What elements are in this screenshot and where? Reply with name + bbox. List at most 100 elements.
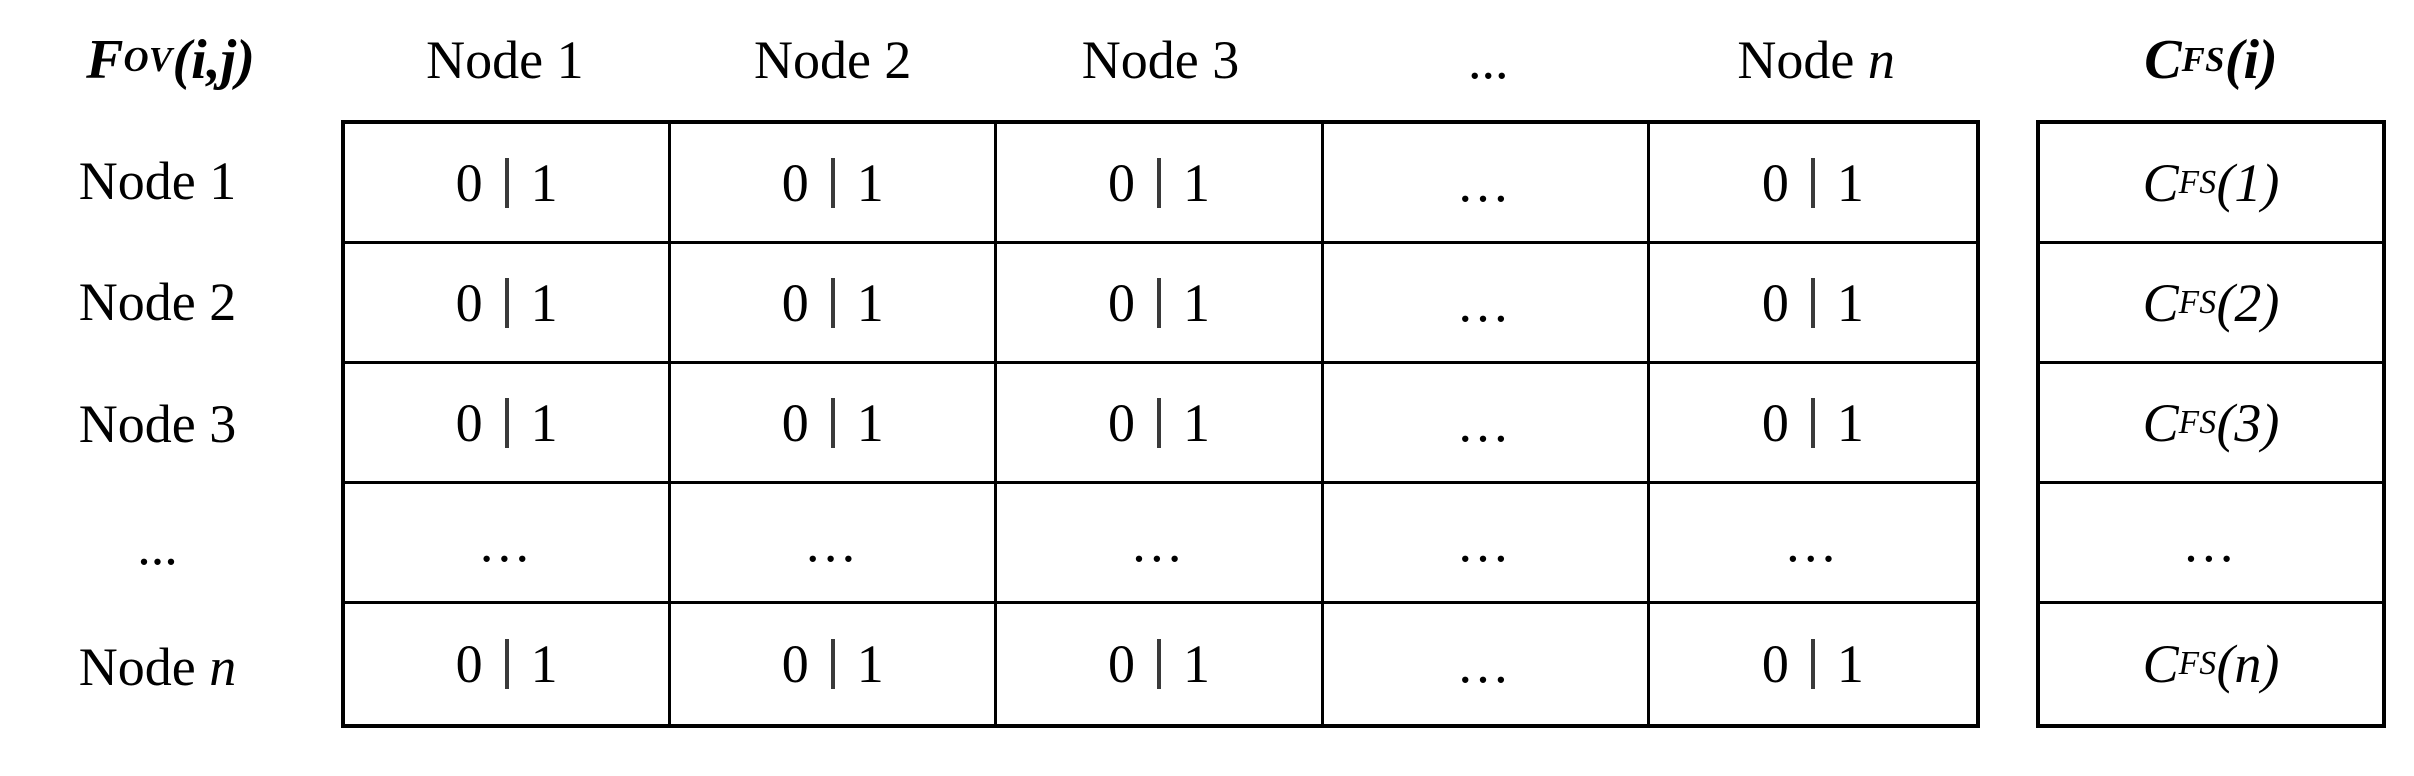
matrix-cell-ellipsis: ... bbox=[1649, 484, 1976, 604]
matrix-cell-ellipsis: ... bbox=[1324, 604, 1650, 724]
bit-one: 1 bbox=[530, 634, 558, 694]
right-header-args: (i) bbox=[2224, 29, 2278, 91]
bit-separator-icon bbox=[1810, 157, 1815, 208]
bit-zero: 0 bbox=[1107, 634, 1135, 694]
ellipsis-text: ... bbox=[1458, 392, 1512, 453]
bit-one: 1 bbox=[1182, 634, 1210, 694]
cfs-cell-ellipsis: ... bbox=[2040, 484, 2382, 604]
bit-one: 1 bbox=[1182, 152, 1210, 213]
bit-one: 1 bbox=[1836, 392, 1864, 453]
column-headers: Node 1 Node 2 Node 3 ... Node n bbox=[341, 0, 1980, 120]
cfs-base: C bbox=[2142, 152, 2179, 213]
bit-separator-icon bbox=[830, 277, 835, 328]
cfs-subscript: FS bbox=[2178, 163, 2217, 201]
column-header-node-n-index: n bbox=[1867, 30, 1895, 90]
ellipsis-text: ... bbox=[1458, 512, 1512, 573]
right-header-base: C bbox=[2144, 29, 2182, 91]
ellipsis-text: ... bbox=[479, 512, 534, 573]
bit-zero: 0 bbox=[781, 152, 809, 213]
bit-zero: 0 bbox=[455, 152, 483, 213]
row-label-node-3: Node 3 bbox=[78, 393, 237, 454]
bit-separator-icon bbox=[504, 397, 509, 448]
ellipsis-text: ... bbox=[1458, 634, 1512, 694]
matrix-cell-ellipsis: ... bbox=[1323, 124, 1650, 244]
column-header-node-3: Node 3 bbox=[1081, 30, 1240, 90]
bit-one: 1 bbox=[1836, 634, 1864, 694]
bit-separator-icon bbox=[1810, 277, 1815, 328]
bit-one: 1 bbox=[856, 272, 884, 333]
cfs-base: C bbox=[2142, 392, 2179, 453]
bit-separator-icon bbox=[504, 157, 509, 208]
cfs-args: (3) bbox=[2216, 392, 2280, 453]
corner-header-args: (i,j) bbox=[172, 29, 255, 91]
matrix-cell-ellipsis: ... bbox=[1323, 364, 1650, 484]
bit-zero: 0 bbox=[781, 634, 809, 694]
bit-separator-icon bbox=[504, 639, 509, 689]
matrix-cell-ellipsis: ... bbox=[1323, 484, 1650, 604]
cfs-args: (n) bbox=[2216, 634, 2280, 694]
bit-separator-icon bbox=[830, 157, 835, 208]
bit-separator-icon bbox=[830, 639, 835, 689]
cfs-subscript: FS bbox=[2178, 645, 2217, 683]
column-header-node-n-text: Node bbox=[1737, 30, 1868, 90]
bit-one: 1 bbox=[856, 392, 884, 453]
bit-one: 1 bbox=[1836, 152, 1864, 213]
column-header-ellipsis: ... bbox=[1468, 30, 1509, 90]
corner-header-base: F bbox=[86, 29, 124, 91]
bit-zero: 0 bbox=[455, 392, 483, 453]
ellipsis-text: ... bbox=[2184, 512, 2238, 573]
bit-zero: 0 bbox=[1107, 392, 1135, 453]
bit-separator-icon bbox=[1156, 277, 1161, 328]
cfs-base: C bbox=[2142, 634, 2179, 694]
bit-zero: 0 bbox=[455, 272, 483, 333]
bit-one: 1 bbox=[530, 152, 558, 213]
bit-zero: 0 bbox=[1761, 634, 1789, 694]
bit-separator-icon bbox=[1810, 397, 1815, 448]
bit-zero: 0 bbox=[781, 392, 809, 453]
bit-one: 1 bbox=[856, 634, 884, 694]
row-label-node-n-index: n bbox=[209, 637, 237, 698]
bit-separator-icon bbox=[1810, 639, 1815, 689]
row-label-node-1: Node 1 bbox=[78, 150, 237, 211]
bit-separator-icon bbox=[504, 277, 509, 328]
cfs-args: (2) bbox=[2216, 272, 2280, 333]
bit-one: 1 bbox=[530, 272, 558, 333]
bit-separator-icon bbox=[830, 397, 835, 448]
bit-one: 1 bbox=[856, 152, 884, 213]
bit-separator-icon bbox=[1156, 397, 1161, 448]
bit-one: 1 bbox=[1182, 272, 1210, 333]
cfs-args: (1) bbox=[2216, 152, 2280, 213]
cfs-subscript: FS bbox=[2178, 283, 2217, 321]
right-header-subscript: FS bbox=[2181, 40, 2225, 79]
ellipsis-text: ... bbox=[1458, 272, 1512, 333]
corner-header-subscript: OV bbox=[123, 40, 173, 79]
row-label-node-n: Node n bbox=[0, 606, 341, 728]
ellipsis-text: ... bbox=[1458, 152, 1512, 213]
